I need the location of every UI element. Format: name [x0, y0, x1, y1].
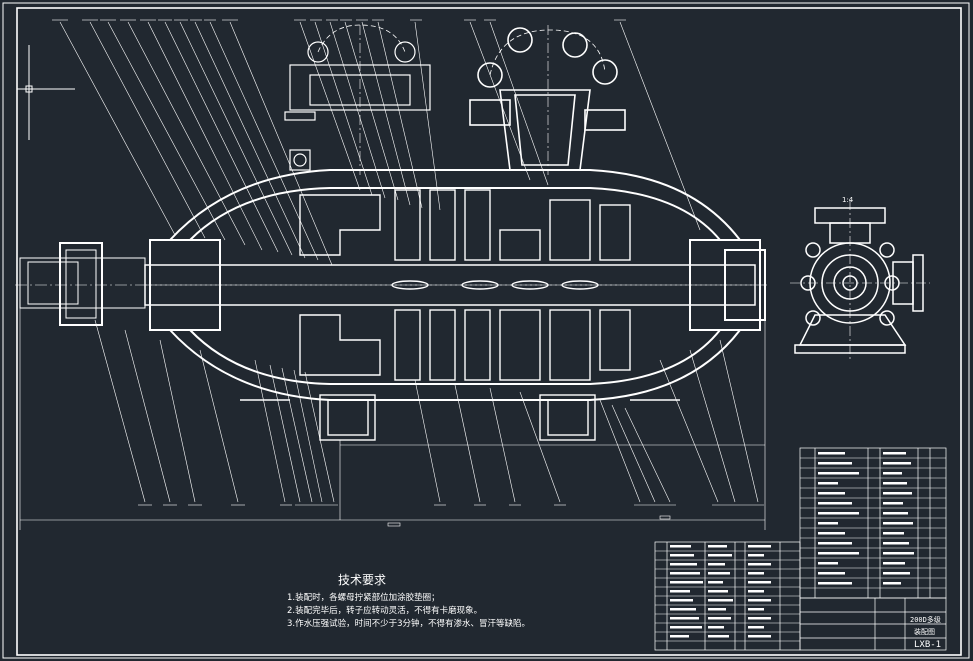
bom-entry-text [670, 626, 702, 629]
bom-entry-text [883, 502, 903, 505]
bom-entry-text [708, 554, 732, 557]
bom-entry-text [818, 502, 852, 505]
bom-entry-text [883, 542, 909, 545]
technical-requirement-2: 2.装配完毕后，转子应转动灵活，不得有卡磨现象。 [287, 606, 483, 616]
bom-entry-text [748, 635, 771, 638]
bom-entry-text [708, 590, 728, 593]
bom-entry-text [883, 462, 911, 465]
bom-entry-text [818, 452, 845, 455]
bom-entry-text [883, 532, 904, 535]
bom-entry-text [883, 562, 905, 565]
pump-feet [240, 394, 680, 441]
bom-entry-text [883, 572, 910, 575]
bom-entry-text [748, 545, 771, 548]
bom-entry-text [708, 545, 727, 548]
bom-entry-text [670, 572, 700, 575]
discharge-nozzle [469, 25, 626, 175]
title-block [799, 597, 947, 651]
crosshair-cursor [17, 45, 75, 140]
bom-entry-text [818, 582, 852, 585]
leader-lines-bottom [94, 319, 759, 503]
bom-entry-text [883, 512, 908, 515]
bom-entry-text [883, 452, 906, 455]
bom-entry-text [670, 581, 703, 584]
bom-entry-text [748, 554, 764, 557]
part-number-marks [52, 19, 764, 506]
pump-shaft [15, 242, 770, 326]
inner-frame [16, 7, 962, 656]
bom-entry-text [708, 635, 729, 638]
bom-rows [655, 457, 946, 642]
bom-entry-text [748, 599, 771, 602]
bom-entry-text [818, 562, 838, 565]
bom-entry-text [818, 462, 852, 465]
bom-entry-text [708, 563, 725, 566]
bom-entry-text [818, 532, 845, 535]
bom-entry-text [670, 563, 697, 566]
bom-entry-text [883, 552, 914, 555]
bom-entry-text [818, 482, 838, 485]
bom-entry-text [670, 599, 693, 602]
bom-entry-text [748, 608, 764, 611]
side-view-scale-label: 1:4 [842, 196, 854, 204]
title-block-name-line2: 装配图 [914, 628, 935, 636]
bom-entry-text [883, 482, 907, 485]
bom-entry-text [818, 552, 859, 555]
bom-entry-text [748, 581, 771, 584]
bom-entry-text [670, 590, 690, 593]
bom-entry-text [708, 581, 723, 584]
technical-requirement-1: 1.装配时，各螺母拧紧部位加涂胶垫圈； [287, 593, 440, 603]
bom-entry-text [708, 617, 731, 620]
bom-entry-text [818, 522, 838, 525]
bom-entry-text [818, 542, 852, 545]
bom-entry-text [818, 512, 859, 515]
bom-entry-text [670, 545, 691, 548]
technical-requirement-3: 3.作水压强试验，时间不少于3分钟，不得有渗水、冒汗等缺陷。 [287, 619, 531, 629]
bom-entry-text [748, 626, 764, 629]
bom-entry-text [670, 635, 689, 638]
bom-entry-text [670, 608, 696, 611]
dimension-line [19, 280, 766, 530]
bom-entry-text [708, 572, 730, 575]
bom-entry-text [670, 617, 699, 620]
title-block-name-line1: 200D多级 [910, 616, 941, 624]
bom-entry-text [748, 563, 771, 566]
bom-entry-text [818, 492, 845, 495]
bom-entry-text [818, 572, 845, 575]
impeller-stages [299, 189, 631, 381]
suction-nozzle [284, 24, 431, 175]
bom-entry-text [708, 608, 726, 611]
bom-entry-text [818, 472, 859, 475]
title-block-drawing-number: LXB-1 [914, 640, 942, 650]
bom-entry-text [883, 492, 912, 495]
bom-entry-text [748, 590, 764, 593]
bom-entry-text [883, 522, 913, 525]
bom-entry-text [708, 599, 733, 602]
bom-entry-text [883, 582, 901, 585]
bom-entry-text [748, 572, 764, 575]
bom-entry-text [708, 626, 724, 629]
bom-entries [670, 452, 914, 638]
side-view [790, 200, 930, 360]
technical-requirements-title: 技术要求 [338, 573, 387, 587]
bom-entry-text [748, 617, 771, 620]
bom-entry-text [883, 472, 902, 475]
bom-entry-text [670, 554, 694, 557]
pump-casing [149, 169, 766, 401]
